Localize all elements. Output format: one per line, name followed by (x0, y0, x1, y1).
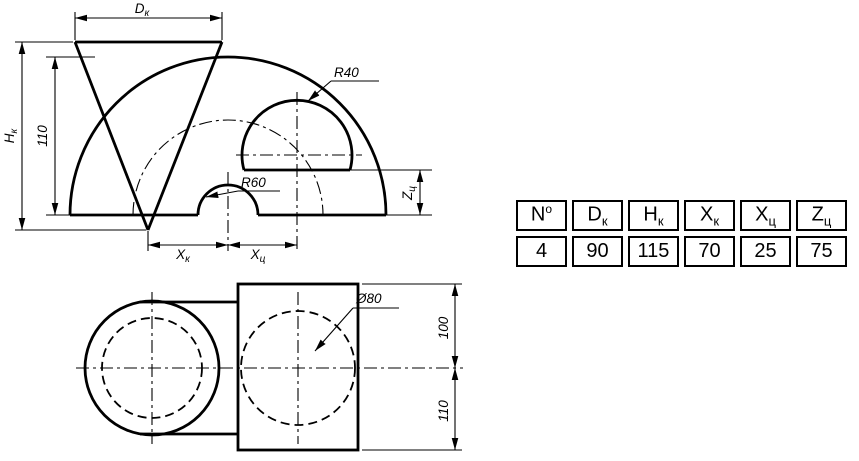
table-value-row: 4 90 115 70 25 75 (516, 236, 847, 267)
front-extension-lines (15, 12, 432, 251)
front-center-lines (132, 92, 362, 251)
inner-sphere-arc (132, 119, 324, 216)
front-view-outline (68, 40, 388, 231)
value-cell-zc: 75 (796, 236, 847, 267)
front-dimension-lines (18, 14, 424, 249)
value-cell-dk: 90 (572, 236, 623, 267)
dome-arc (68, 55, 388, 216)
front-view: Dк Hк 110 Zц Xк Xц R40 R60 (2, 1, 432, 265)
header-cell-zc: Zц (796, 200, 847, 231)
cone-right-edge (146, 41, 224, 231)
header-cell-hk: Hк (628, 200, 679, 231)
table-header-row: No Dк Hк Xк Xц Zц (516, 200, 847, 231)
value-cell-number: 4 (516, 236, 567, 267)
radius-label-r60: R60 (241, 175, 266, 190)
dim-label-hk: Hк (2, 127, 20, 143)
dim-label-110: 110 (35, 125, 50, 147)
header-cell-number: No (516, 200, 567, 231)
radius-label-r40: R40 (334, 65, 359, 80)
value-cell-xk: 70 (684, 236, 735, 267)
top-view-dimension-lines (314, 283, 462, 451)
cylinder-rectangle (236, 282, 360, 452)
dim-label-110: 110 (436, 400, 451, 422)
dim-label-dk: Dк (135, 1, 151, 19)
cone-left-edge (73, 41, 150, 231)
leader-r40 (307, 80, 332, 102)
leader-d80 (314, 307, 354, 352)
dim-label-100: 100 (436, 316, 451, 339)
parameters-table: No Dк Hк Xк Xц Zц 4 90 115 70 25 75 (511, 195, 852, 272)
top-view-outline (83, 282, 360, 452)
header-cell-xc: Xц (740, 200, 791, 231)
top-view: Ø80 100 110 (76, 282, 463, 452)
value-cell-xc: 25 (740, 236, 791, 267)
dim-label-zc: Zц (400, 186, 418, 201)
top-view-labels: Ø80 100 110 (355, 291, 451, 422)
notch-semicircle (196, 183, 260, 216)
leader-r60 (205, 190, 239, 199)
top-view-center-lines (76, 292, 463, 444)
front-view-labels: Dк Hк 110 Zц Xк Xц R40 R60 (2, 1, 418, 265)
header-cell-xk: Xк (684, 200, 735, 231)
header-cell-dk: Dк (572, 200, 623, 231)
dim-label-xc: Xц (250, 247, 266, 265)
diameter-label-d80: Ø80 (355, 291, 382, 306)
dim-label-xk: Xк (175, 247, 191, 265)
value-cell-hk: 115 (628, 236, 679, 267)
